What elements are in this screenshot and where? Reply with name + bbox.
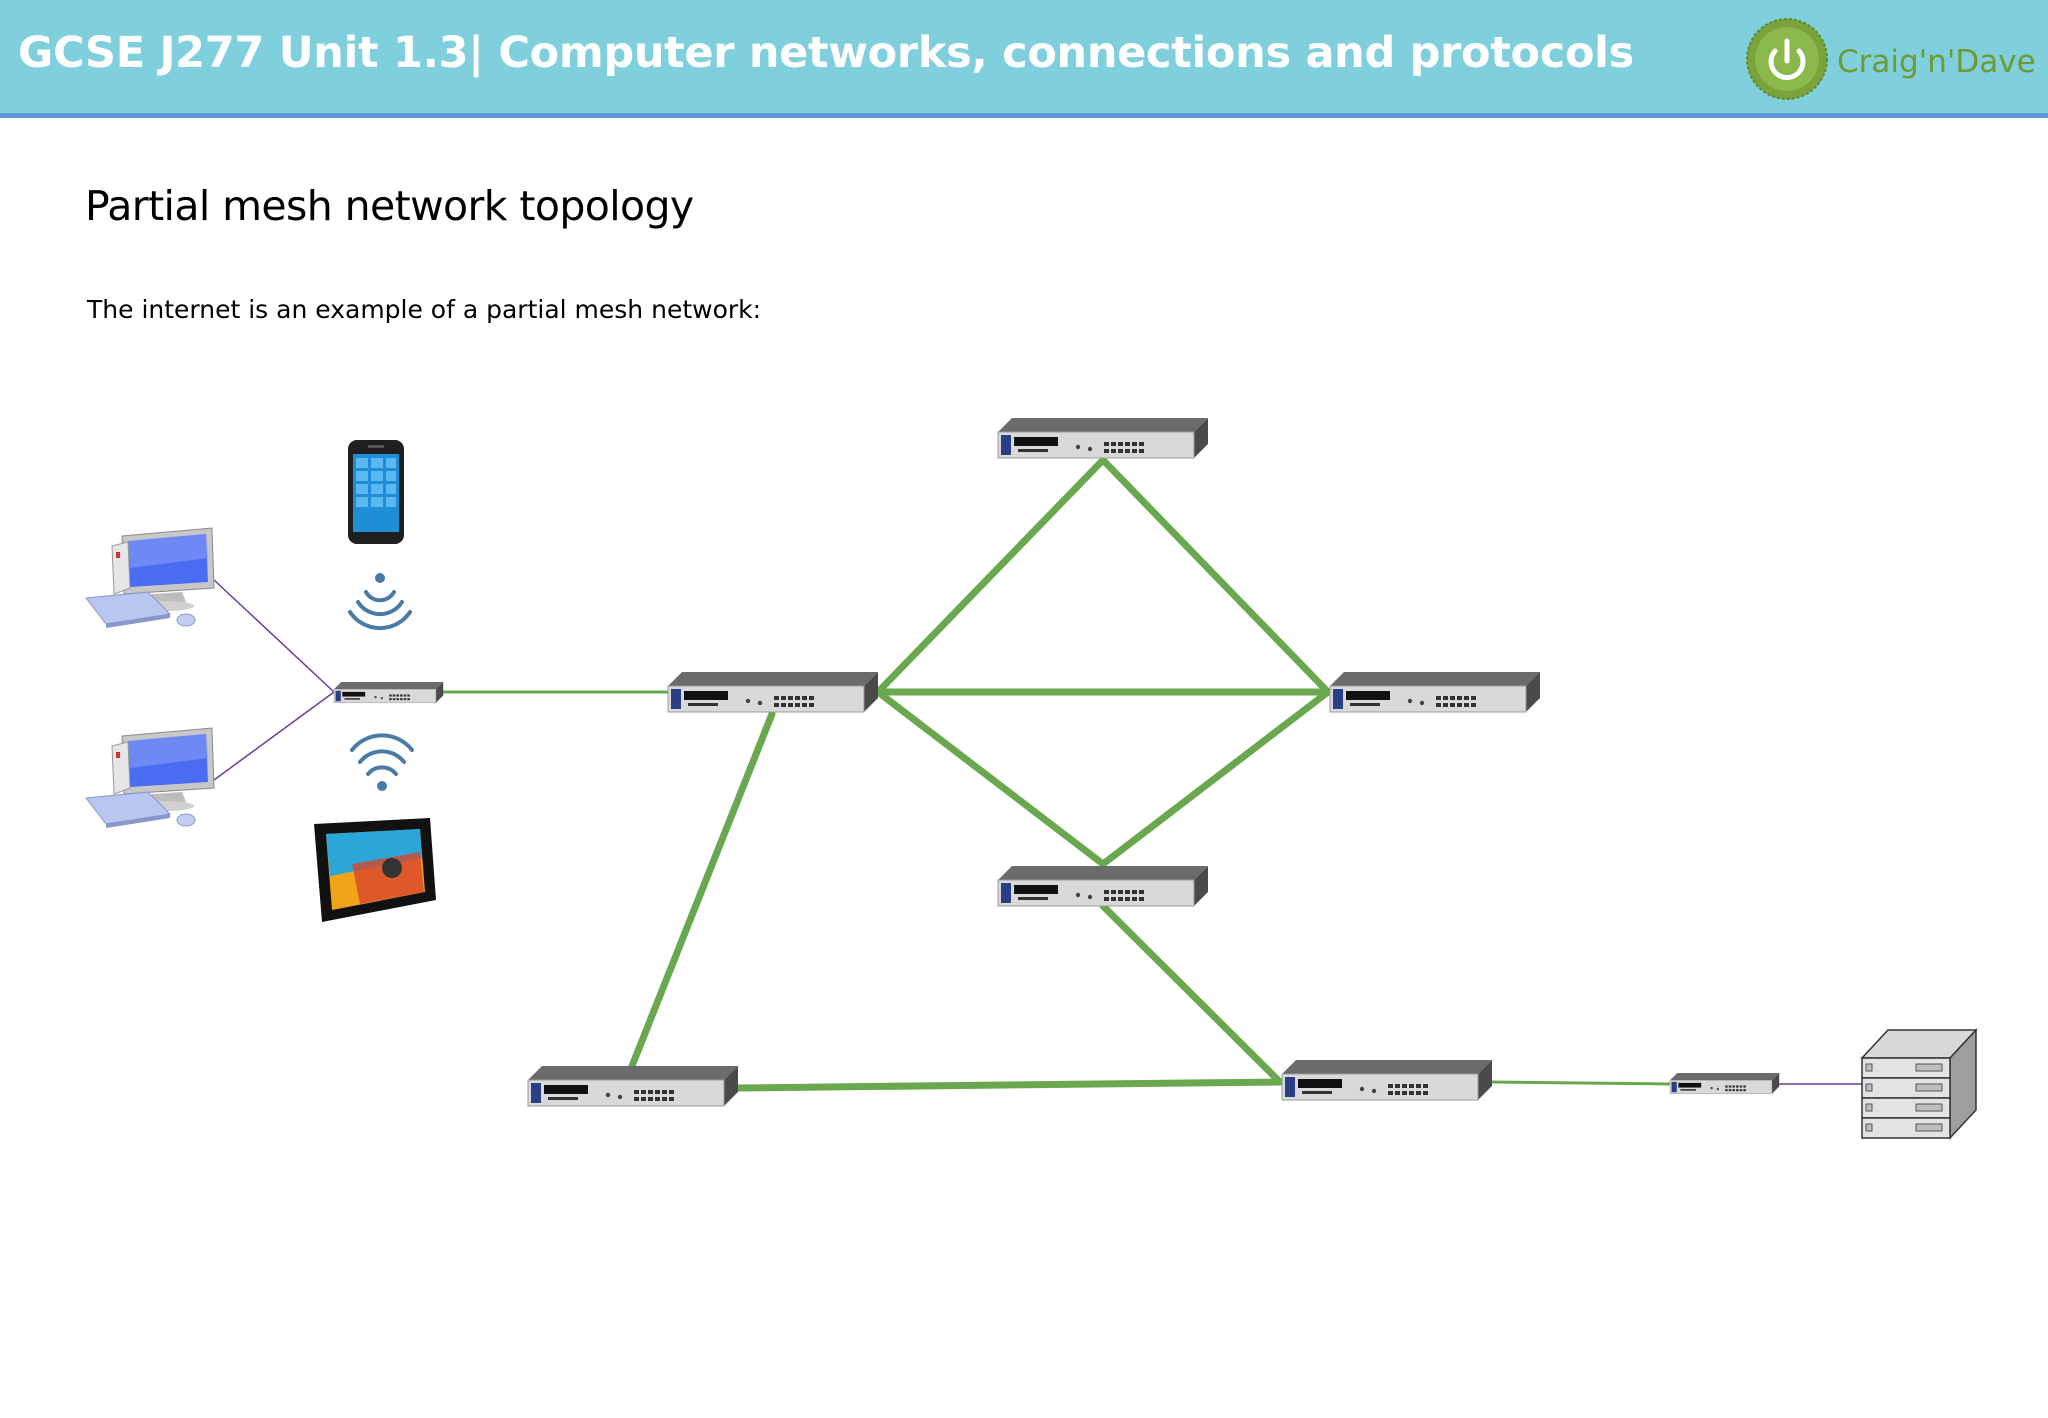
desktop-computer-icon	[85, 727, 215, 829]
logo-text: Craig'n'Dave	[1837, 44, 2036, 80]
network-switch-icon	[1329, 671, 1541, 713]
link-pc2-to-router	[213, 691, 335, 781]
link-left-to-bottom-left	[628, 710, 776, 1070]
local-links	[213, 579, 1862, 1086]
network-switch-icon	[997, 417, 1209, 459]
link-top-to-left	[874, 456, 1107, 696]
link-right-to-center	[1099, 688, 1332, 868]
desktop-computer-icon	[85, 527, 215, 629]
header-title: GCSE J277 Unit 1.3| Computer networks, c…	[18, 28, 1634, 78]
network-switch-icon	[997, 865, 1209, 907]
power-icon	[1746, 18, 1828, 100]
server-stack-icon	[1860, 1028, 1978, 1140]
header-bar: GCSE J277 Unit 1.3| Computer networks, c…	[0, 0, 2048, 118]
network-switch-icon	[667, 671, 879, 713]
tablet-icon	[314, 818, 436, 922]
link-left-to-center	[874, 688, 1107, 868]
wireless-signal-icon	[350, 733, 414, 791]
link-bottom-left-to-bottom-right	[732, 1078, 1284, 1092]
wireless-signal-icon	[348, 573, 412, 631]
network-switch-icon	[1281, 1059, 1493, 1101]
link-backbone-to-server-router	[1489, 1080, 1671, 1086]
network-switch-icon	[527, 1065, 739, 1107]
subtitle-text: The internet is an example of a partial …	[87, 295, 762, 324]
backbone-links	[628, 456, 1332, 1092]
smartphone-icon	[348, 440, 404, 544]
page-title: Partial mesh network topology	[85, 182, 694, 230]
router-icon	[1669, 1072, 1780, 1095]
link-top-to-right	[1099, 456, 1332, 696]
link-center-to-bottom-right	[1099, 902, 1284, 1086]
router-icon	[333, 681, 444, 704]
link-pc1-to-router	[213, 579, 335, 693]
logo-badge	[1746, 18, 1828, 100]
